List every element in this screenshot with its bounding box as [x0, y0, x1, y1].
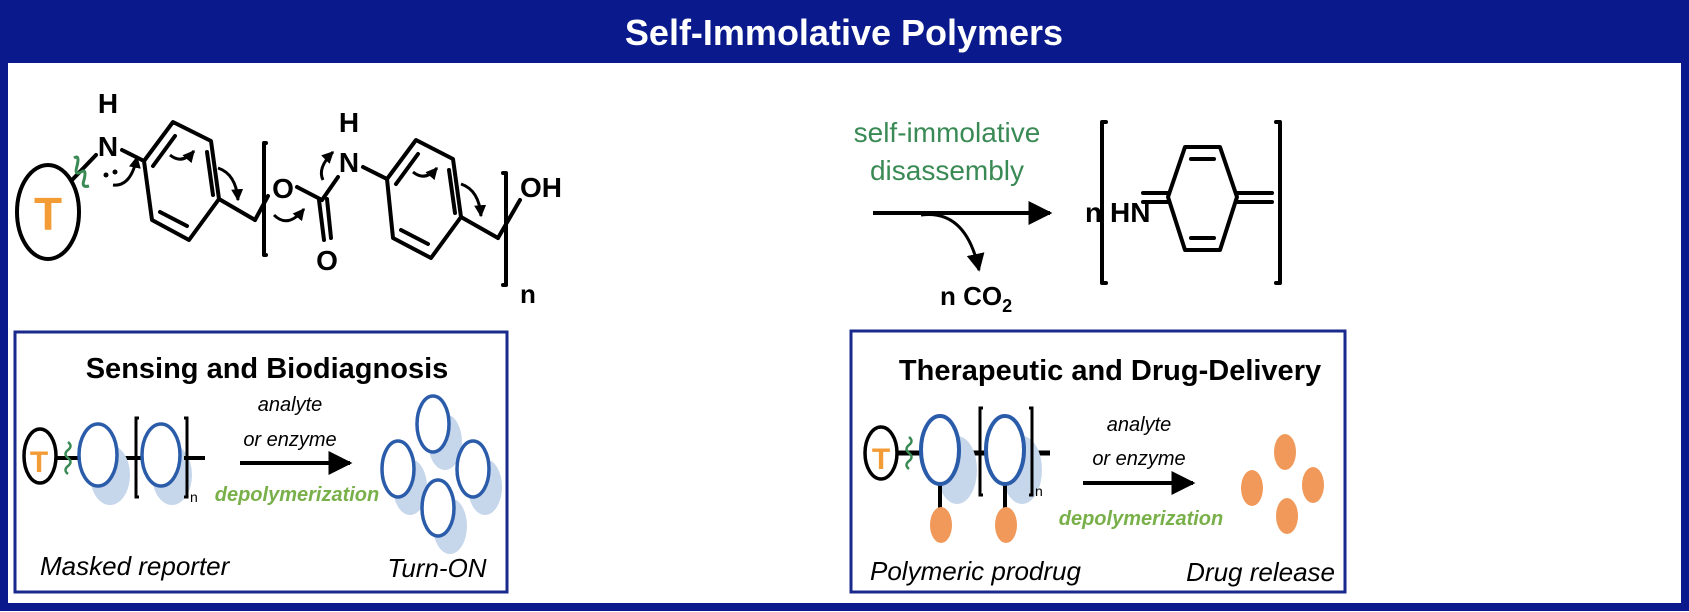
atom-oh: OH	[520, 172, 562, 203]
panel-drug-delivery: Therapeutic and Drug-Delivery T n analyt…	[849, 329, 1347, 594]
trigger-circle	[15, 163, 81, 261]
trigger-label: T	[34, 188, 62, 240]
drug-payload	[995, 507, 1017, 543]
trigger-label: T	[30, 446, 48, 479]
prodrug-unit	[919, 414, 961, 486]
trigger-circle	[22, 427, 58, 485]
released-reporters	[380, 394, 502, 554]
repeat-unit	[984, 414, 1026, 486]
linker-wavy-icon	[905, 436, 913, 470]
atom-n: N	[98, 131, 118, 162]
title-bar	[0, 0, 1689, 63]
arrow-label-analyte: analyte	[1107, 414, 1172, 436]
arrow-label-enzyme: or enzyme	[1092, 448, 1185, 470]
caption-masked-reporter: Masked reporter	[40, 551, 231, 581]
drug-payload	[930, 507, 952, 543]
repeat-unit	[140, 422, 182, 488]
atom-h: H	[98, 88, 118, 119]
arrow-label-analyte: analyte	[258, 394, 323, 416]
disassembly-arrow: self-immolative disassembly n CO2	[854, 117, 1053, 316]
repeat-n: n	[190, 489, 198, 505]
masked-unit	[77, 422, 119, 488]
figure-title: Self-Immolative Polymers	[625, 12, 1063, 53]
released-drugs	[1241, 434, 1324, 534]
linker-wavy-icon	[64, 441, 72, 475]
repeat-n: n	[520, 279, 536, 309]
polymer-structure: T H N O O H N n OH	[15, 88, 562, 309]
linker-wavy-icon	[73, 155, 90, 188]
repeat-bracket-right	[501, 171, 508, 287]
arrow-label-enzyme: or enzyme	[243, 429, 336, 451]
co2-byproduct: n CO2	[940, 281, 1012, 316]
panel-title: Sensing and Biodiagnosis	[86, 353, 449, 385]
panel-title: Therapeutic and Drug-Delivery	[899, 355, 1321, 387]
repeat-n: n	[1035, 483, 1043, 499]
atom-n: N	[339, 147, 359, 178]
caption-drug-release: Drug release	[1186, 557, 1335, 587]
arrow-label-depolymerization: depolymerization	[215, 484, 379, 506]
panel-sensing: Sensing and Biodiagnosis T n analyte or …	[13, 330, 509, 594]
caption-turn-on: Turn-ON	[387, 553, 486, 583]
trigger-circle	[863, 425, 899, 481]
caption-polymeric-prodrug: Polymeric prodrug	[870, 556, 1082, 586]
atom-h: H	[339, 107, 359, 138]
arrow-label-depolymerization: depolymerization	[1059, 508, 1223, 530]
product-n: n	[1085, 197, 1102, 228]
azaquinone-methide-product: n HN	[1085, 120, 1282, 285]
repeat-bracket-left	[262, 141, 268, 257]
arrow-label-disassembly: disassembly	[870, 155, 1024, 186]
atom-o-carbonyl: O	[316, 245, 338, 276]
arrow-label-self-immolative: self-immolative	[854, 117, 1041, 148]
atom-o: O	[272, 173, 294, 204]
trigger-label: T	[872, 443, 890, 476]
